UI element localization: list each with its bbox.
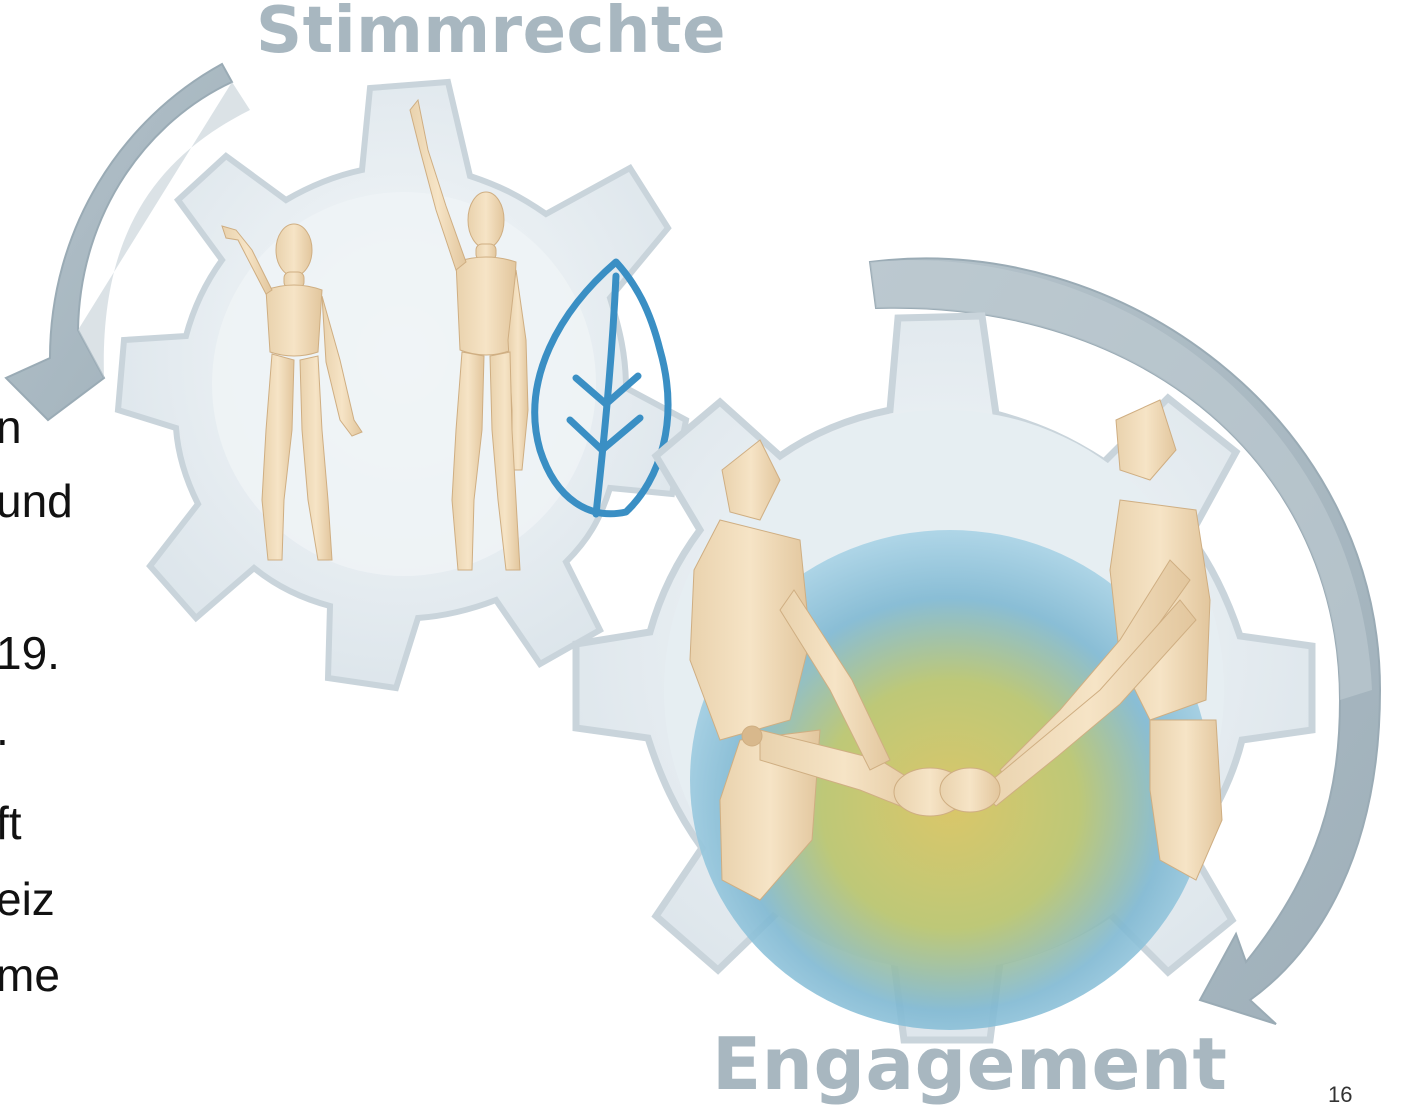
curved-arrow-left <box>4 62 250 422</box>
text-fragment: 19. <box>0 627 60 679</box>
text-fragment: und <box>0 475 73 527</box>
wooden-mannequins-left <box>221 98 529 571</box>
title-engagement: Engagement <box>712 1022 1228 1106</box>
wooden-mannequins-handshake <box>689 399 1223 901</box>
gear-left <box>114 78 690 692</box>
page-number: 16 <box>1328 1082 1353 1107</box>
text-fragment: me <box>0 949 60 1001</box>
text-fragment: . <box>0 706 9 752</box>
leaf-icon <box>531 258 672 518</box>
curved-arrow-right <box>868 257 1382 1025</box>
text-fragment: ft <box>0 797 22 849</box>
title-stimmrechte: Stimmrechte <box>256 0 726 68</box>
text-fragment: n <box>0 401 22 453</box>
text-fragment: eiz <box>0 873 55 925</box>
